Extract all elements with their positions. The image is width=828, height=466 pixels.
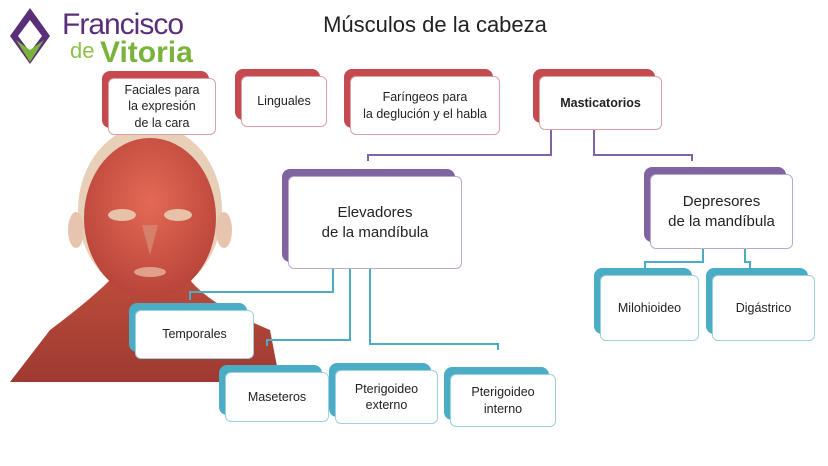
node-faciales[interactable]: Faciales para la expresión de la cara <box>102 71 216 135</box>
node-maseteros[interactable]: Maseteros <box>219 365 329 422</box>
page-title: Músculos de la cabeza <box>323 12 547 37</box>
node-depresores[interactable]: Depresores de la mandíbula <box>644 167 793 249</box>
node-elevadores[interactable]: Elevadores de la mandíbula <box>282 169 462 269</box>
node-faringeos[interactable]: Faríngeos para la deglución y el habla <box>344 69 500 135</box>
node-temporales[interactable]: Temporales <box>129 303 254 359</box>
node-linguales[interactable]: Linguales <box>235 69 327 127</box>
logo-emblem-icon <box>10 8 50 64</box>
francisco-de-vitoria-logo: Francisco de Vitoria <box>8 6 198 72</box>
node-pterigoideo-interno[interactable]: Pterigoideo interno <box>444 367 556 427</box>
node-milohioideo[interactable]: Milohioideo <box>594 268 699 341</box>
node-masticatorios[interactable]: Masticatorios <box>533 69 662 130</box>
node-pterigoideo-externo[interactable]: Pterigoideo externo <box>329 363 438 424</box>
node-digastrico[interactable]: Digástrico <box>706 268 815 341</box>
